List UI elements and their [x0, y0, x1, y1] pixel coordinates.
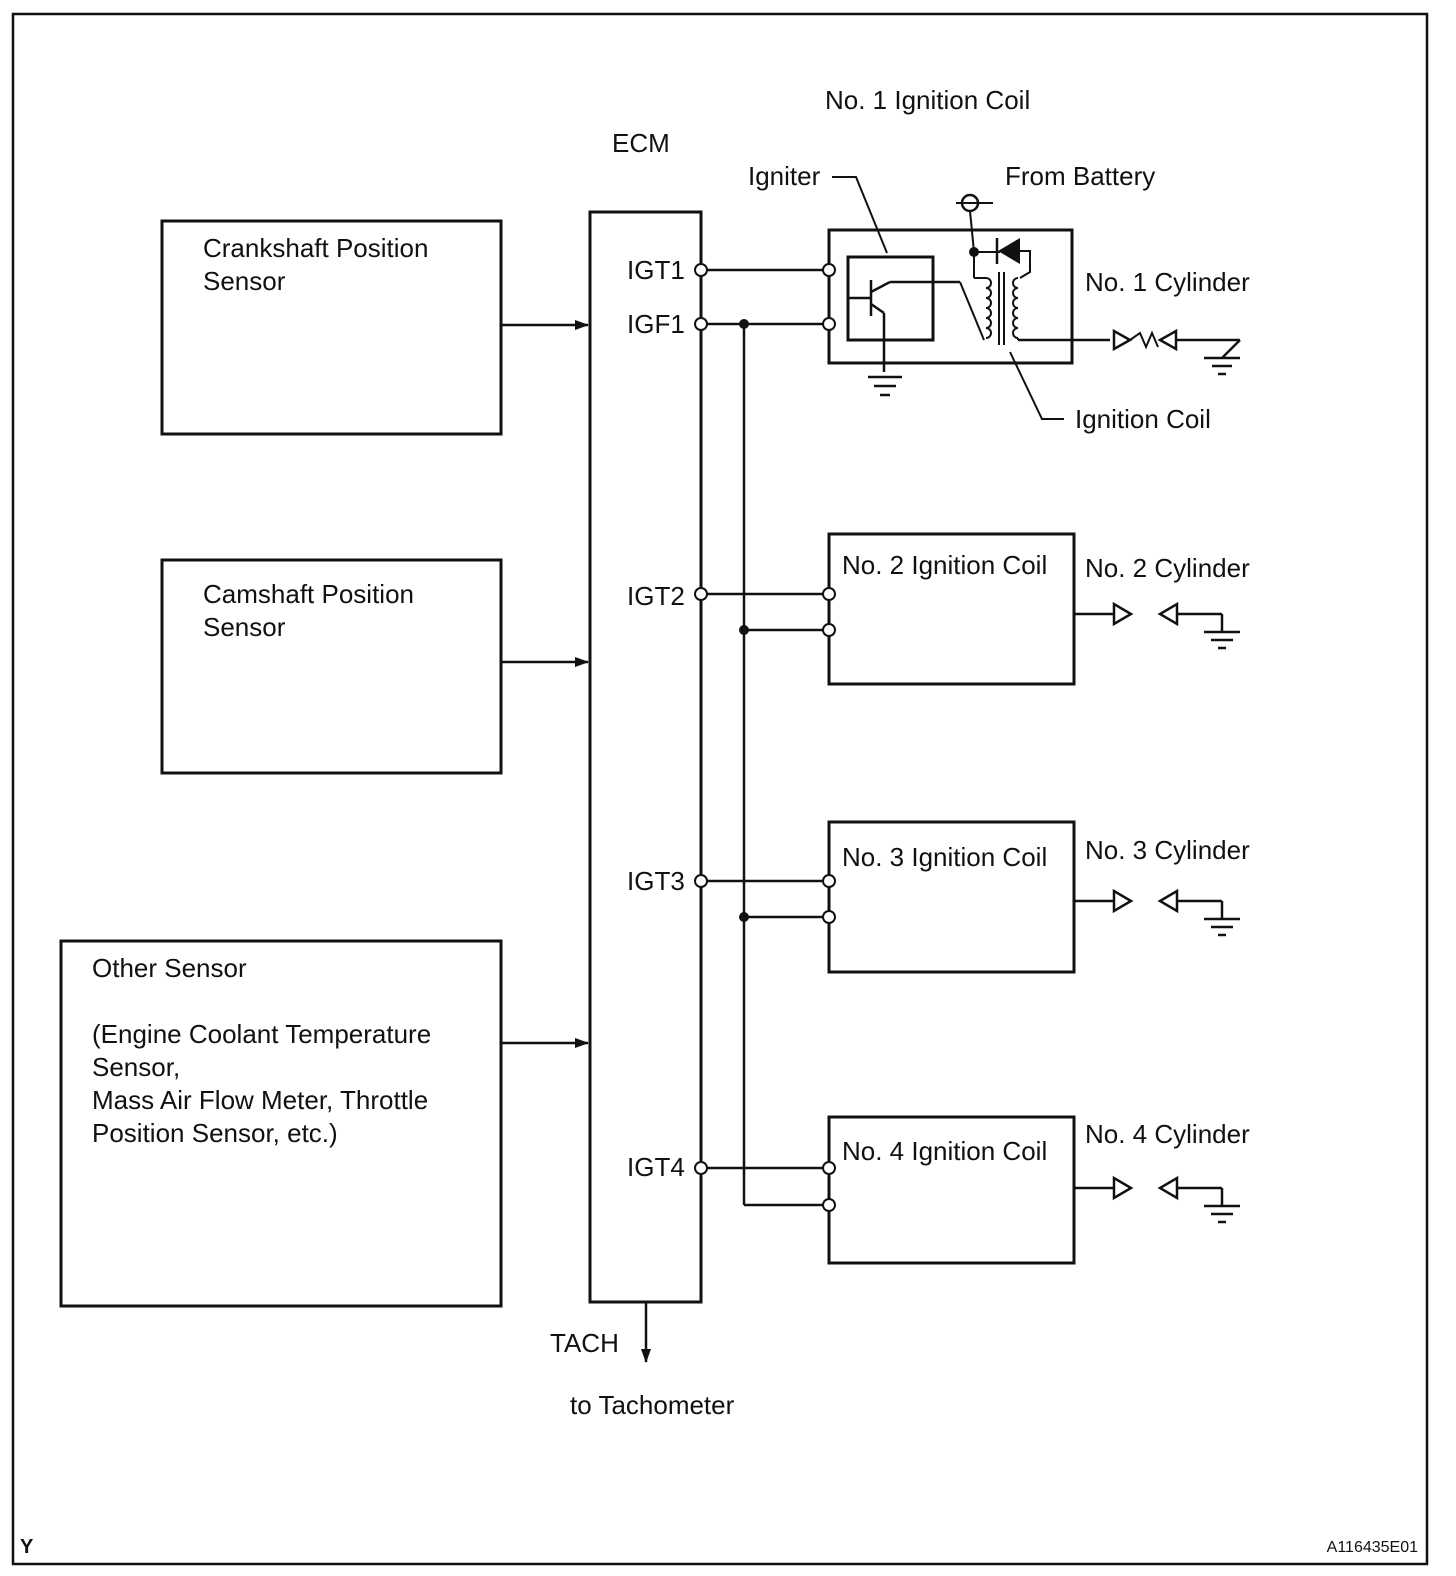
other-sensor-label-line3: (Engine Coolant Temperature: [92, 1019, 431, 1049]
coil3-title: No. 3 Ignition Coil: [842, 842, 1047, 872]
igniter-ground-icon: [868, 375, 902, 397]
other-sensor-label-line5: Mass Air Flow Meter, Throttle: [92, 1085, 428, 1115]
cylinder2-label: No. 2 Cylinder: [1085, 553, 1250, 583]
spark-plug-2-icon: [1074, 601, 1240, 650]
tachometer-label: to Tachometer: [570, 1390, 735, 1420]
coil1-box: [822, 228, 1074, 365]
crankshaft-sensor-box: Crankshaft Position Sensor: [160, 219, 503, 436]
pin-igt2: IGT2: [627, 581, 685, 611]
diode-icon: [974, 238, 1031, 279]
other-sensor-label-line1: Other Sensor: [92, 953, 247, 983]
ignition-coil-windings: [959, 252, 1110, 345]
tach-label: TACH: [550, 1328, 619, 1358]
spark-plug-1-icon: [1112, 328, 1240, 352]
coil2-title: No. 2 Ignition Coil: [842, 550, 1047, 580]
ignition-coil-leader: [1009, 351, 1064, 420]
crankshaft-label-line2: Sensor: [203, 266, 286, 296]
other-sensor-box: Other Sensor (Engine Coolant Temperature…: [59, 939, 503, 1308]
coil1-title: No. 1 Ignition Coil: [825, 85, 1030, 115]
coil4-title: No. 4 Ignition Coil: [842, 1136, 1047, 1166]
cylinder4-label: No. 4 Cylinder: [1085, 1119, 1250, 1149]
ecm-box: [588, 210, 703, 1304]
igf-bus: [701, 319, 829, 1207]
spark-plug-4-icon: [1074, 1175, 1240, 1224]
corner-mark: Y: [20, 1536, 34, 1558]
camshaft-label-line1: Camshaft Position: [203, 579, 414, 609]
crankshaft-label-line1: Crankshaft Position: [203, 233, 428, 263]
pin-igt4: IGT4: [627, 1152, 685, 1182]
pin-igf1: IGF1: [627, 309, 685, 339]
coil3-box: [822, 820, 1076, 974]
coil4-box: [822, 1115, 1076, 1265]
camshaft-label-line2: Sensor: [203, 612, 286, 642]
pin-igt3: IGT3: [627, 866, 685, 896]
camshaft-sensor-box: Camshaft Position Sensor: [160, 558, 503, 775]
coil2-box: [822, 532, 1076, 686]
battery-label: From Battery: [1005, 161, 1155, 191]
spark-plug-3-icon: [1074, 888, 1240, 937]
ecm-terminals: [694, 263, 708, 1175]
battery-terminal-icon: [956, 193, 993, 257]
cylinder1-label: No. 1 Cylinder: [1085, 267, 1250, 297]
igniter-block: [846, 255, 960, 372]
other-sensor-label-line6: Position Sensor, etc.): [92, 1118, 338, 1148]
diagram-frame: [11, 12, 1429, 1566]
cylinder1-ground-icon: [1204, 339, 1241, 376]
ecm-title: ECM: [612, 128, 670, 158]
igniter-label: Igniter: [748, 161, 821, 191]
other-sensor-label-line4: Sensor,: [92, 1052, 180, 1082]
igniter-leader: [832, 176, 888, 254]
cylinder3-label: No. 3 Cylinder: [1085, 835, 1250, 865]
igt-wires: [701, 268, 829, 1170]
pin-igt1: IGT1: [627, 255, 685, 285]
ignition-coil-label: Ignition Coil: [1075, 404, 1211, 434]
figure-id: A116435E01: [1327, 1539, 1418, 1556]
